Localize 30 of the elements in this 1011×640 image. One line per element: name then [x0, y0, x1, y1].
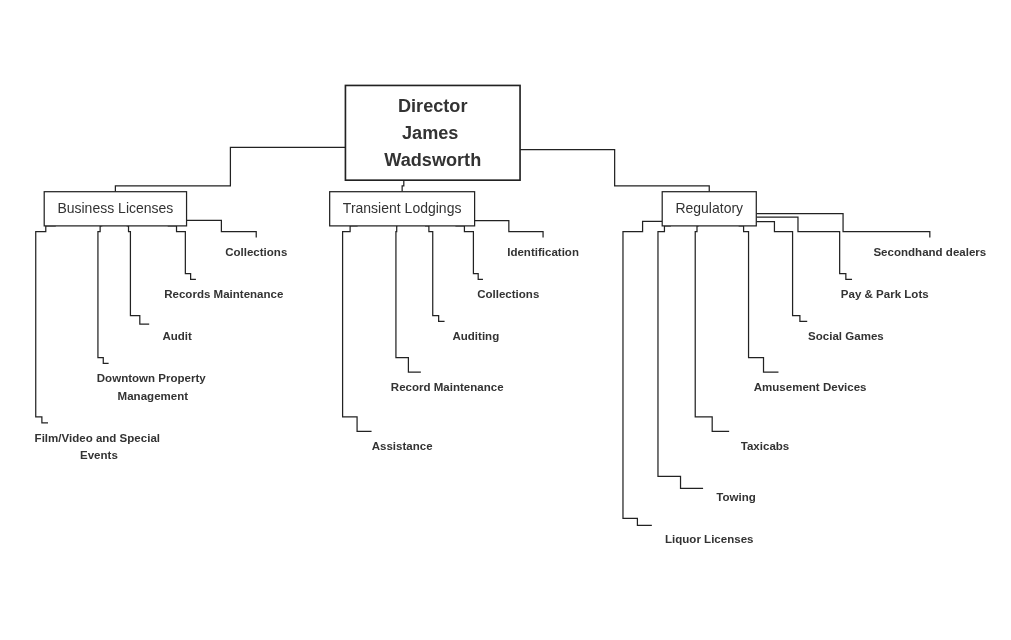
- connector: [97, 225, 110, 365]
- node-box: Transient Lodgings: [329, 191, 476, 227]
- node-text: Audit: [162, 329, 192, 343]
- node-text: Taxicabs: [740, 439, 790, 453]
- node-text: Social Games: [808, 329, 884, 343]
- node-text: Towing: [716, 490, 756, 504]
- connector: [395, 225, 422, 373]
- node-box: Regulatory: [661, 191, 757, 227]
- node-text: Liquor Licenses: [665, 532, 754, 546]
- node-box: Director James Wadsworth: [344, 84, 521, 181]
- node-text: Auditing: [452, 329, 500, 343]
- node-box: Business Licenses: [43, 191, 188, 227]
- connector: [694, 225, 730, 433]
- node-text: Film/Video and Special Events: [34, 431, 160, 462]
- connector: [474, 219, 544, 239]
- node-text: Collections: [477, 287, 540, 301]
- node-text: Record Maintenance: [390, 380, 504, 394]
- connector: [401, 179, 407, 193]
- connector: [126, 225, 150, 325]
- node-text: Amusement Devices: [753, 380, 867, 394]
- node-text: Secondhand dealers: [873, 245, 987, 259]
- connector: [342, 225, 373, 433]
- node-text: Assistance: [371, 439, 433, 453]
- node-text: Collections: [225, 245, 288, 259]
- node-text: Pay & Park Lots: [840, 287, 929, 301]
- node-text: Identification: [507, 245, 579, 259]
- node-text: Records Maintenance: [164, 287, 284, 301]
- connector: [622, 220, 663, 526]
- node-text: Downtown Property Management: [96, 371, 206, 403]
- connector: [657, 225, 704, 490]
